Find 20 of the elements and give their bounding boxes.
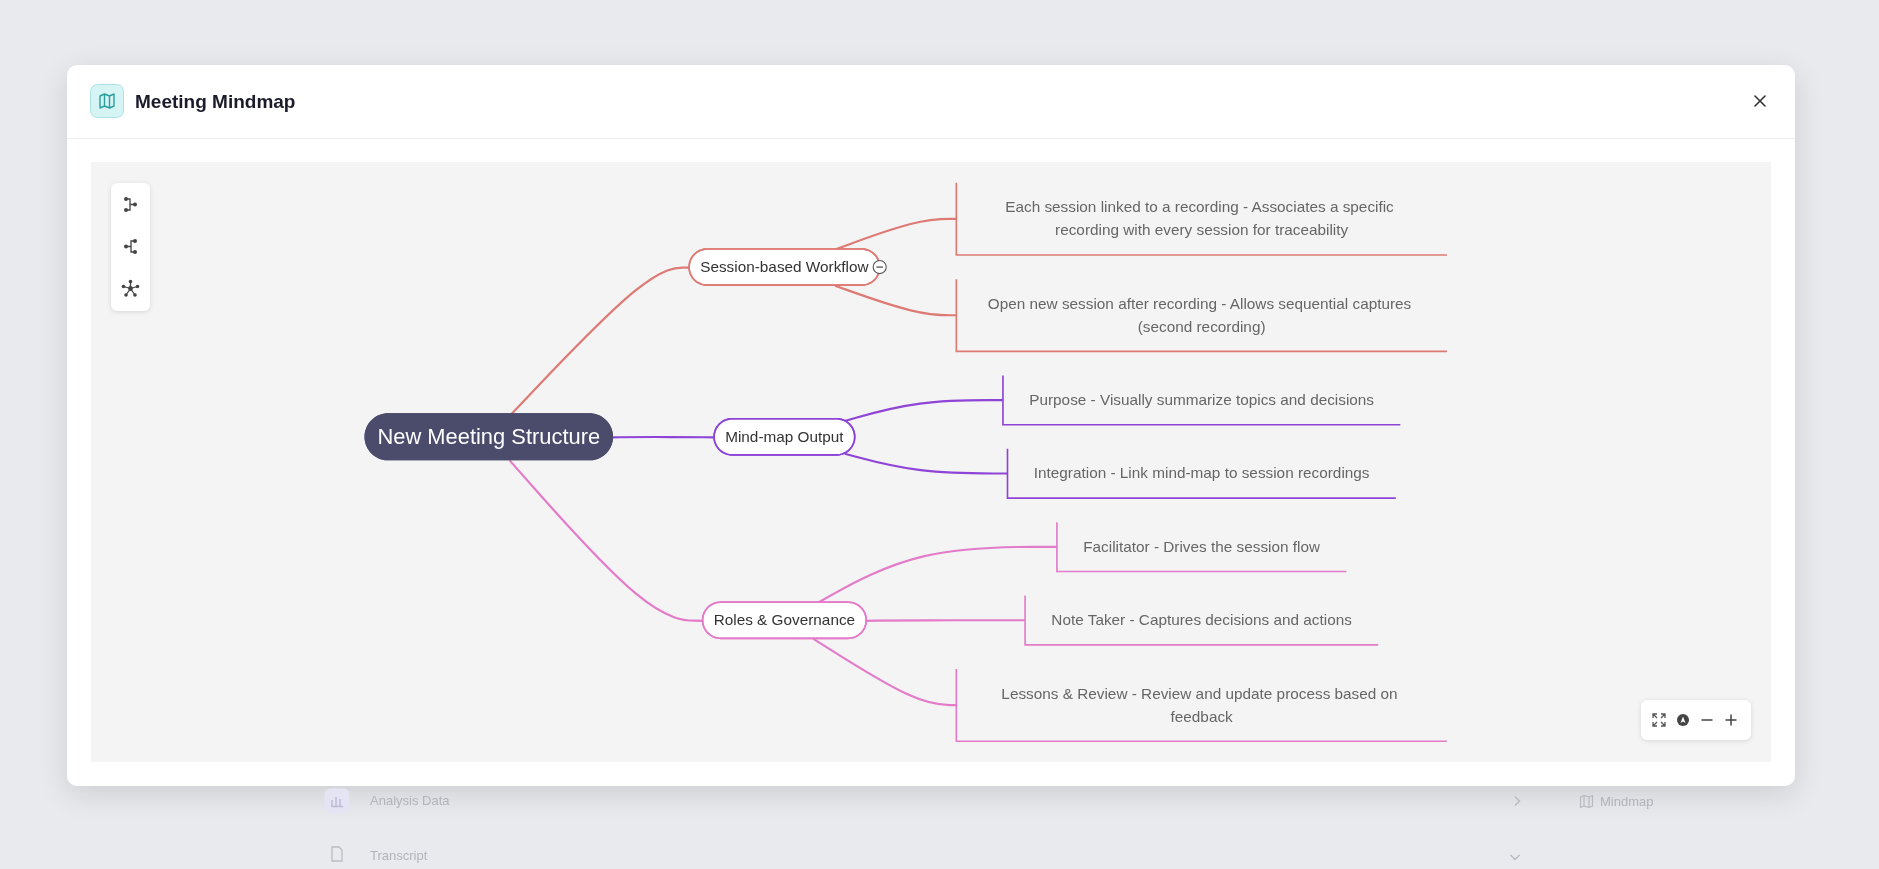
subtopic-node: Open new session after recording - Allows sequential captures (second recording) — [955, 278, 1448, 353]
dialog-title: Meeting Mindmap — [135, 90, 296, 113]
central-topic-node: New Meeting Structure — [364, 413, 613, 461]
branch-line — [844, 452, 1008, 475]
subtopic-node: Integration - Link mind-map to session recordings — [1006, 448, 1397, 499]
subtopic-node: Lessons & Review - Review and update process based on feedback — [955, 668, 1448, 743]
subtopic-node: Facilitator - Drives the session flow — [1056, 521, 1348, 573]
branch-line — [612, 435, 715, 439]
branch-line — [844, 399, 1003, 422]
subtopic-node: Purpose - Visually summarize topics and decisions — [1002, 374, 1402, 426]
branch-line — [866, 619, 1026, 622]
subtopic-node: Each session linked to a recording - Associates a specific recording with every session for traceability — [955, 181, 1448, 256]
branch-line — [812, 637, 957, 707]
branch-line — [834, 217, 957, 251]
branch-line — [817, 545, 1057, 604]
branch-line — [834, 284, 957, 317]
topic-node: Mind-map Output — [713, 417, 856, 456]
topic-node: Session-based Workflow — [688, 248, 881, 286]
subtopic-node: Note Taker - Captures decisions and actions — [1024, 594, 1379, 646]
topic-node: Roles & Governance — [701, 601, 868, 640]
